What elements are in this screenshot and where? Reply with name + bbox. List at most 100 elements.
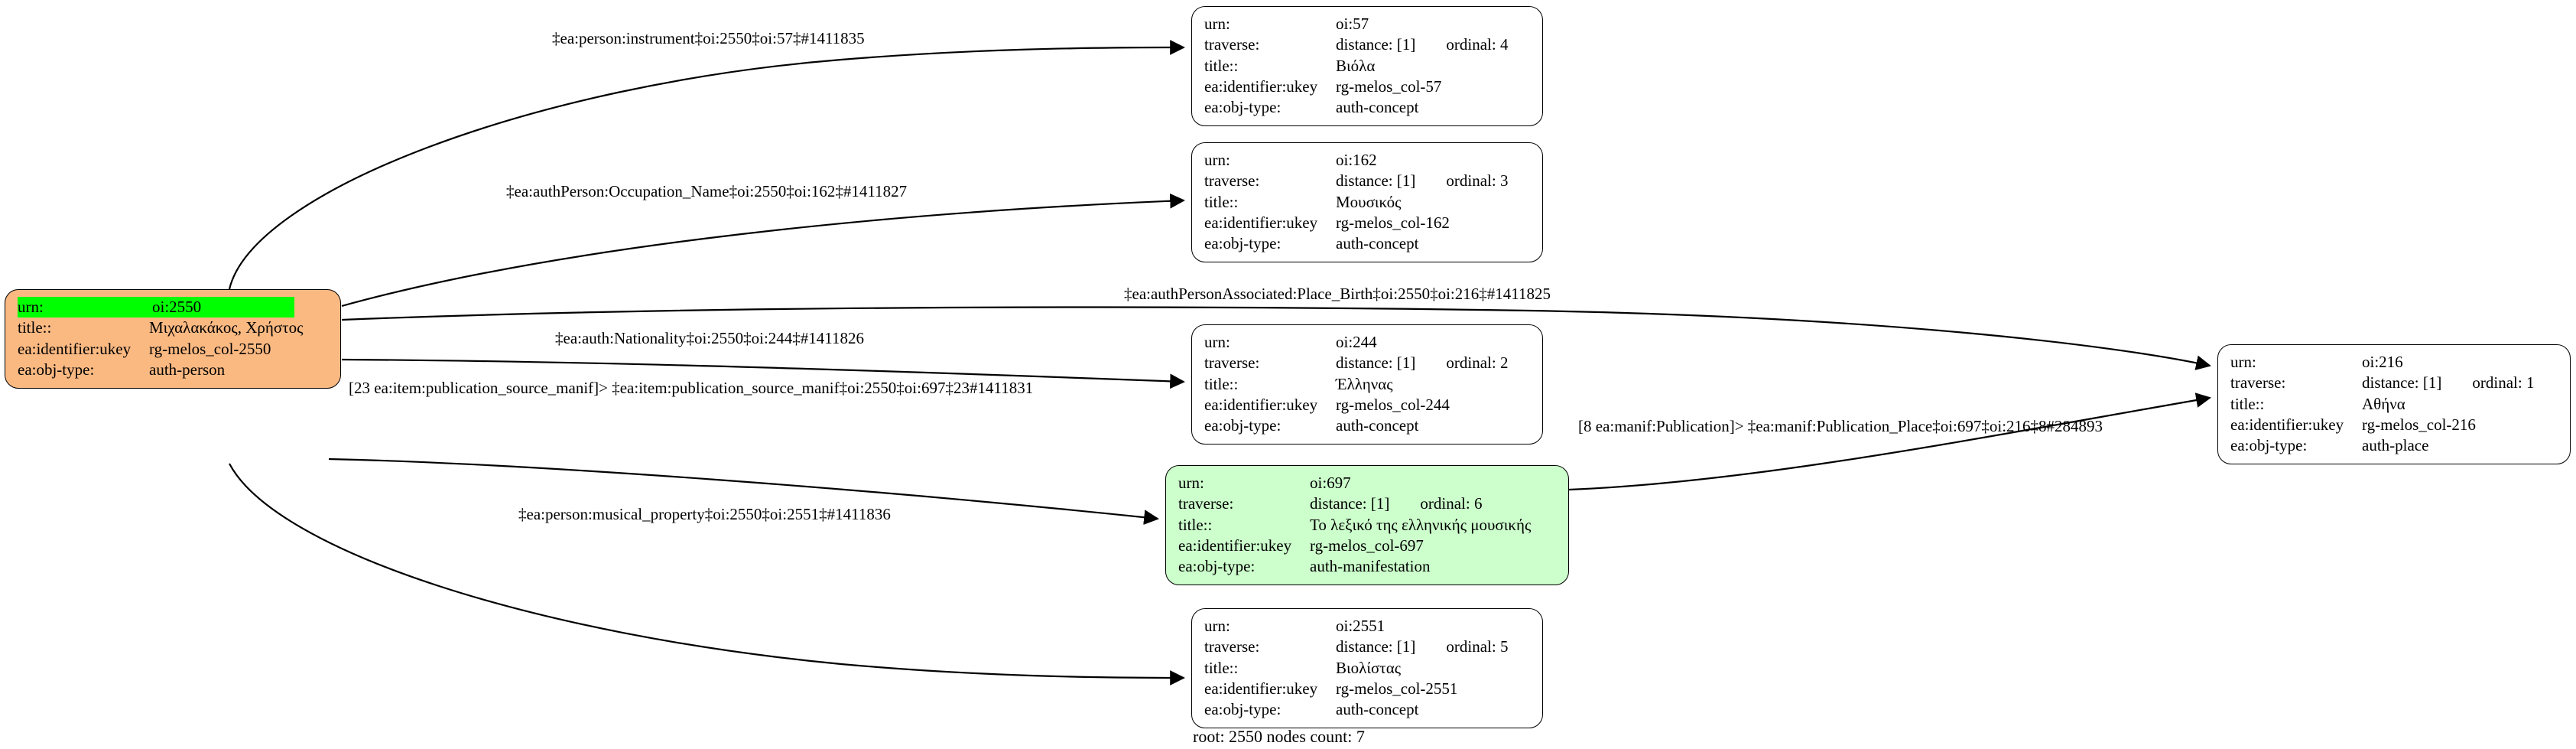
field-value-objtype: auth-manifestation [1310,557,1431,576]
field-value-title: Βιολίστας [1336,658,1402,677]
field-value-objtype: auth-place [2362,436,2429,455]
edge-path-e2 [341,193,1185,308]
field-label-ukey: ea:identifier:ukey [18,339,132,358]
field-value-objtype: auth-concept [1336,234,1419,253]
field-label-title: title:: [1204,374,1239,393]
node-row-title: title:: Έλληνας [1204,374,1532,395]
field-label-objtype: ea:obj-type: [1204,416,1282,435]
node-row-ukey: ea:identifier:ukey rg-melos_col-697 [1178,536,1558,556]
field-value-ordinal: ordinal: 4 [1446,35,1509,54]
field-label-objtype: ea:obj-type: [1204,98,1282,117]
field-value-ordinal: ordinal: 3 [1446,171,1509,191]
field-value-urn: oi:2551 [1336,617,1385,635]
field-value-title: Αθήνα [2362,394,2405,413]
field-value-ukey: rg-melos_col-57 [1336,77,1442,96]
field-label-ukey: ea:identifier:ukey [1204,679,1318,698]
edge-label-e7: [8 ea:manif:Publication]> ‡ea:manif:Publ… [1578,417,2103,435]
field-label-urn: urn: [1178,474,1204,492]
field-label-title: title:: [18,318,52,337]
node-row-title: title:: Αθήνα [2230,394,2559,415]
field-label-traverse: traverse: [2230,373,2286,392]
node-row-objtype: ea:obj-type: auth-concept [1204,233,1532,254]
node-row-traverse: traverse: distance: [1]ordinal: 6 [1178,493,1558,514]
node-row-ukey: ea:identifier:ukey rg-melos_col-162 [1204,213,1532,233]
field-value-distance: distance: [1] [1310,494,1390,513]
field-value-title: Το λεξικό της ελληνικής μουσικής [1310,515,1532,534]
field-value-distance: distance: [1] [1336,171,1416,191]
field-label-objtype: ea:obj-type: [1204,234,1282,253]
node-row-objtype: ea:obj-type: auth-manifestation [1178,556,1558,577]
field-label-title: title:: [1204,192,1239,211]
field-value-ukey: rg-melos_col-2550 [149,339,271,358]
field-value-title: Έλληνας [1336,374,1393,393]
field-value-title: Μιχαλακάκος, Χρήστος [149,318,304,337]
field-value-ordinal: ordinal: 5 [1446,637,1509,656]
field-value-distance: distance: [1] [2362,373,2442,392]
node-row-objtype: ea:obj-type: auth-place [2230,435,2559,456]
node-row-urn: urn: oi:57 [1204,14,1532,34]
field-value-ukey: rg-melos_col-2551 [1336,679,1458,698]
field-value-ukey: rg-melos_col-697 [1310,536,1424,555]
field-value-ukey: rg-melos_col-162 [1336,213,1450,232]
node-oi162[interactable]: urn: oi:162 traverse: distance: [1] ordin… [1191,142,1543,263]
node-row-traverse: traverse: distance: [1]ordinal: 2 [1204,353,1532,373]
field-label-traverse: traverse: [1204,637,1260,656]
field-label-urn: urn: [2230,353,2256,371]
edge-label-e2: ‡ea:authPerson:Occupation_Name‡oi:2550‡o… [506,182,908,200]
field-label-traverse: traverse: [1204,171,1260,191]
node-row-urn: urn: oi:162 [1204,150,1532,171]
field-value-urn: oi:216 [2362,353,2403,371]
field-label-ukey: ea:identifier:ukey [1178,536,1292,555]
node-row-title: title:: Μιχαλακάκος, Χρήστος [18,318,330,338]
field-value-urn: oi:697 [1310,474,1351,492]
field-value-ukey: rg-melos_col-216 [2362,415,2476,434]
node-row-objtype: ea:obj-type: auth-concept [1204,415,1532,436]
node-row-objtype: ea:obj-type: auth-concept [1204,97,1532,118]
field-value-objtype: auth-concept [1336,700,1419,719]
node-row-ukey: ea:identifier:ukey rg-melos_col-57 [1204,77,1532,97]
node-row-title: title:: Βιολίστας [1204,658,1532,679]
node-row-traverse: traverse: distance: [1]ordinal: 1 [2230,373,2559,393]
edge-label-e6: ‡ea:person:musical_property‡oi:2550‡oi:2… [518,505,891,523]
node-row-traverse: traverse: distance: [1] ordinal: 3 [1204,171,1532,191]
edge-path-e7 [1568,392,2211,491]
field-label-ukey: ea:identifier:ukey [1204,77,1318,96]
node-row-traverse: traverse: distance: [1]ordinal: 4 [1204,34,1532,55]
field-label-title: title:: [1178,515,1213,534]
field-label-objtype: ea:obj-type: [2230,436,2308,455]
field-value-objtype: auth-concept [1336,416,1419,435]
node-oi244[interactable]: urn: oi:244 traverse: distance: [1]ordin… [1191,324,1543,445]
field-label-title: title:: [1204,56,1239,75]
node-row-urn: urn: oi:244 [1204,332,1532,353]
field-value-objtype: auth-person [149,360,226,379]
field-value-urn: oi:2550 [149,297,295,318]
node-oi2551[interactable]: urn: oi:2551 traverse: distance: [1]ordi… [1191,608,1543,729]
node-oi216[interactable]: urn: oi:216 traverse: distance: [1]ordin… [2217,344,2571,465]
field-value-ukey: rg-melos_col-244 [1336,395,1450,414]
node-oi2550-root[interactable]: urn: oi:2550 title:: Μιχαλακάκος, Χρήστο… [5,289,341,389]
node-oi697[interactable]: urn: oi:697 traverse: distance: [1]ordin… [1165,465,1569,586]
field-value-distance: distance: [1] [1336,353,1416,373]
edge-label-e1: ‡ea:person:instrument‡oi:2550‡oi:57‡#141… [552,29,865,47]
field-label-traverse: traverse: [1204,353,1260,373]
field-value-urn: oi:244 [1336,333,1377,351]
node-row-title: title:: Μουσικός [1204,192,1532,213]
node-row-ukey: ea:identifier:ukey rg-melos_col-2550 [18,339,330,360]
field-label-title: title:: [1204,658,1239,677]
field-label-traverse: traverse: [1204,35,1260,54]
edge-label-e5: [23 ea:item:publication_source_manif]> ‡… [349,379,1034,397]
field-label-ukey: ea:identifier:ukey [2230,415,2344,434]
field-label-ukey: ea:identifier:ukey [1204,213,1318,232]
field-value-urn: oi:162 [1336,151,1377,169]
field-value-objtype: auth-concept [1336,98,1419,117]
field-value-title: Βιόλα [1336,56,1376,75]
node-oi57[interactable]: urn: oi:57 traverse: distance: [1]ordina… [1191,6,1543,127]
node-row-objtype: ea:obj-type: auth-person [18,360,330,380]
node-row-title: title:: Βιόλα [1204,56,1532,77]
field-label-urn: urn: [1204,333,1230,351]
edge-path-e6 [229,463,1185,685]
edge-label-e4: ‡ea:auth:Nationality‡oi:2550‡oi:244‡#141… [555,329,865,347]
node-row-objtype: ea:obj-type: auth-concept [1204,699,1532,720]
field-label-ukey: ea:identifier:ukey [1204,395,1318,414]
